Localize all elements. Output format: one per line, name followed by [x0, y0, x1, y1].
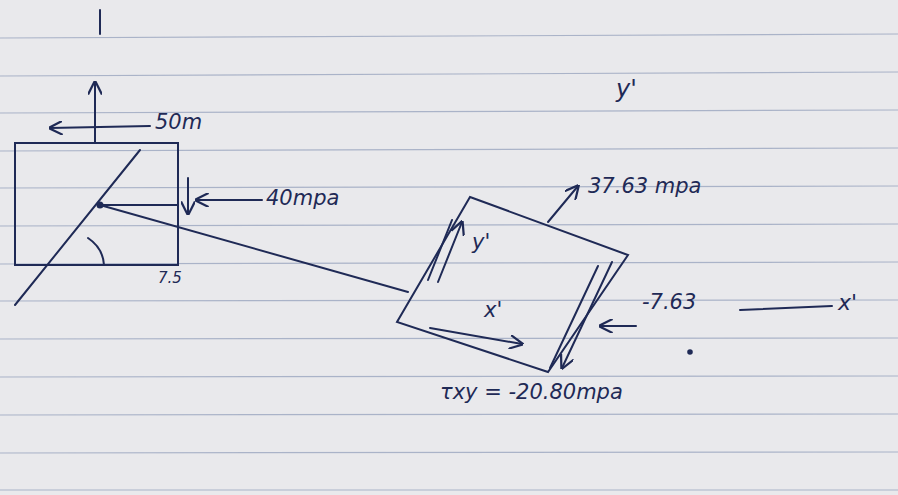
stress-value: 37.63 mpa	[588, 174, 701, 198]
paper-lines	[0, 34, 898, 490]
stress-value: 40mpa	[266, 186, 339, 210]
ink	[15, 10, 832, 372]
axis-label: x'	[838, 290, 857, 315]
shear-stress-value: τxy = -20.80mpa	[440, 380, 623, 404]
axis-label: x'	[484, 298, 502, 322]
dimension-label: 7.5	[158, 270, 182, 287]
axis-label: y'	[616, 76, 637, 104]
stress-value: -7.63	[642, 290, 696, 314]
axis-label: y'	[472, 230, 490, 254]
dimension-label: 50m	[155, 110, 202, 134]
